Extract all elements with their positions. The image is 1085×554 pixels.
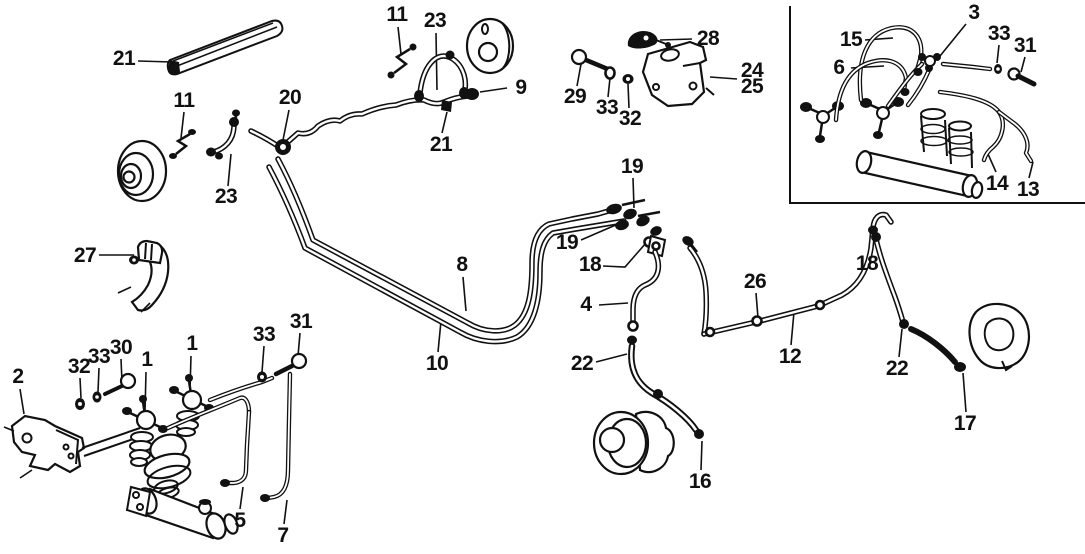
- part-label-24: 24: [740, 59, 764, 82]
- part-label-28: 28: [696, 27, 720, 50]
- part-label-26: 26: [743, 270, 767, 293]
- part-label-2: 2: [12, 365, 24, 388]
- part-label-14: 14: [985, 172, 1009, 195]
- main-front-pipe: [251, 96, 468, 155]
- bolt-30-washers: [75, 372, 137, 410]
- part-label-8: 8: [456, 253, 468, 276]
- brake-hose-top: [414, 50, 479, 102]
- inset-three-way-joint-a: [800, 101, 844, 143]
- drum-seal-part: [116, 139, 168, 203]
- part-label-31: 31: [289, 310, 313, 333]
- part-label-13: 13: [1016, 178, 1040, 201]
- proportioning-valve-1a: [122, 395, 168, 467]
- part-label-17: 17: [953, 412, 977, 435]
- hose-clip-top: [387, 43, 417, 79]
- hose-clip-left: [169, 129, 196, 159]
- inset-box: [789, 6, 1085, 204]
- master-cylinder-main: [125, 433, 239, 540]
- part-label-23: 23: [214, 185, 238, 208]
- part-label-19: 19: [555, 231, 579, 254]
- part-label-31: 31: [1013, 34, 1037, 57]
- part-label-23: 23: [423, 9, 447, 32]
- brake-hose-left: [206, 109, 240, 160]
- part-label-3: 3: [968, 1, 980, 24]
- part-label-32: 32: [618, 107, 642, 130]
- part-label-11: 11: [386, 3, 408, 26]
- rear-pipe-12-26: [704, 215, 891, 338]
- part-label-32: 32: [67, 355, 91, 378]
- backing-plate-17: [968, 302, 1030, 372]
- inset-pipes: [836, 27, 1037, 161]
- part-label-18: 18: [855, 252, 879, 275]
- part-label-33: 33: [87, 345, 111, 368]
- part-label-15: 15: [839, 28, 863, 51]
- part-label-9: 9: [515, 76, 527, 99]
- part-label-5: 5: [234, 509, 246, 532]
- inset-three-way-joint-b: [860, 97, 904, 139]
- part-label-18: 18: [578, 253, 602, 276]
- hub-16-part: [592, 410, 675, 476]
- part-label-30: 30: [109, 336, 133, 359]
- part-label-1: 1: [186, 332, 198, 355]
- part-label-21: 21: [112, 47, 136, 70]
- part-label-33: 33: [595, 96, 619, 119]
- brake-hose-22-left: [631, 346, 704, 439]
- part-label-27: 27: [73, 244, 97, 267]
- bolt-29-washer-33-nut-32: [570, 48, 634, 84]
- pipe-7: [260, 374, 290, 502]
- part-label-4: 4: [580, 293, 592, 316]
- firewall-bracket-2: [3, 414, 86, 479]
- part-label-33: 33: [252, 323, 276, 346]
- part-label-21: 21: [429, 133, 453, 156]
- part-label-12: 12: [778, 345, 802, 368]
- pipe-5: [168, 398, 249, 487]
- bracket-24-25-part: [641, 40, 715, 108]
- part-label-10: 10: [425, 352, 449, 375]
- part-label-20: 20: [278, 86, 302, 109]
- part-label-29: 29: [563, 85, 587, 108]
- front-branch-pipe-4: [627, 252, 658, 345]
- clutch-pipe-tube-21: [166, 19, 284, 76]
- part-label-33: 33: [987, 22, 1011, 45]
- part-label-25: 25: [740, 75, 764, 98]
- bracket-27-part: [117, 239, 170, 313]
- junction-cluster-19: [606, 198, 706, 334]
- part-label-11: 11: [173, 89, 195, 112]
- part-label-16: 16: [688, 470, 712, 493]
- clip-28-part: [627, 30, 671, 49]
- part-label-1: 1: [141, 348, 153, 371]
- grommet-disc-part: [465, 17, 515, 75]
- valve-outlet-pipes: [210, 352, 308, 400]
- part-label-22: 22: [885, 357, 909, 380]
- part-label-7: 7: [277, 524, 289, 547]
- part-label-22: 22: [570, 352, 594, 375]
- inset-master-cylinder: [855, 108, 984, 199]
- part-label-6: 6: [833, 56, 845, 79]
- brake-hose-22-right: [871, 232, 966, 372]
- part-label-19: 19: [620, 155, 644, 178]
